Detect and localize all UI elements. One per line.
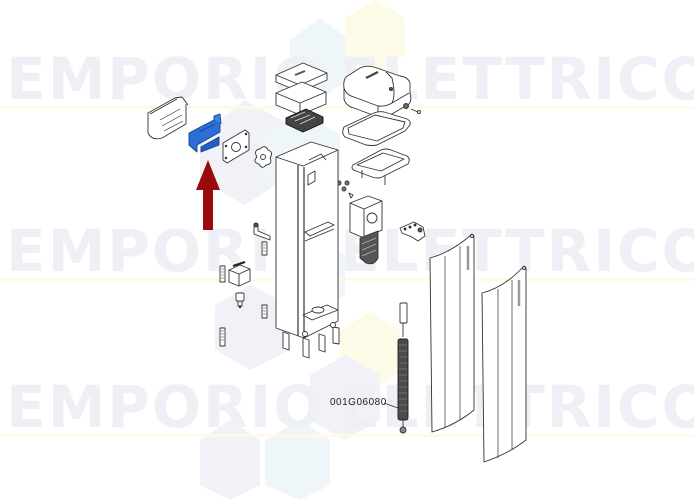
fixing-plate-cross[interactable] — [254, 146, 273, 168]
watermark-emporio: EMPORIO — [6, 45, 325, 113]
terminal-strip[interactable] — [261, 241, 268, 256]
part-callout-label: 001G06080 — [330, 397, 387, 408]
control-box-cover[interactable] — [147, 96, 189, 140]
callout-leader-line — [383, 402, 399, 409]
side-panel-left[interactable] — [429, 233, 475, 433]
terminal-strip[interactable] — [219, 265, 226, 283]
terminal-strip[interactable] — [219, 327, 226, 347]
release-lever[interactable] — [399, 221, 426, 242]
watermark-underline — [0, 434, 694, 437]
watermark-elettrico: ELETTRICO — [340, 217, 694, 285]
gearmotor[interactable] — [349, 195, 383, 265]
top-cover-gasket[interactable] — [342, 111, 411, 146]
top-frame[interactable] — [351, 148, 410, 185]
fuse-holder[interactable] — [235, 292, 245, 309]
small-lever[interactable] — [253, 222, 271, 241]
watermark-underline — [0, 106, 694, 109]
transformer[interactable] — [228, 261, 251, 287]
terminal-strip[interactable] — [261, 304, 268, 319]
side-panel-right[interactable] — [481, 265, 527, 463]
control-board-housing[interactable] — [275, 81, 327, 116]
watermark-emporio: EMPORIO — [6, 373, 325, 441]
mounting-plate[interactable] — [222, 129, 250, 164]
top-cover[interactable] — [343, 65, 412, 118]
arrow-up-icon — [196, 160, 220, 230]
cover-screw[interactable] — [403, 103, 421, 114]
base-plate[interactable] — [282, 322, 340, 359]
spring[interactable] — [397, 302, 409, 434]
fixing-screws[interactable] — [336, 180, 354, 199]
watermark-underline — [0, 278, 694, 281]
control-board[interactable] — [285, 108, 324, 133]
highlighted-bracket[interactable] — [188, 113, 222, 153]
cabinet-column[interactable] — [275, 141, 339, 339]
watermark-emporio: EMPORIO — [6, 217, 325, 285]
